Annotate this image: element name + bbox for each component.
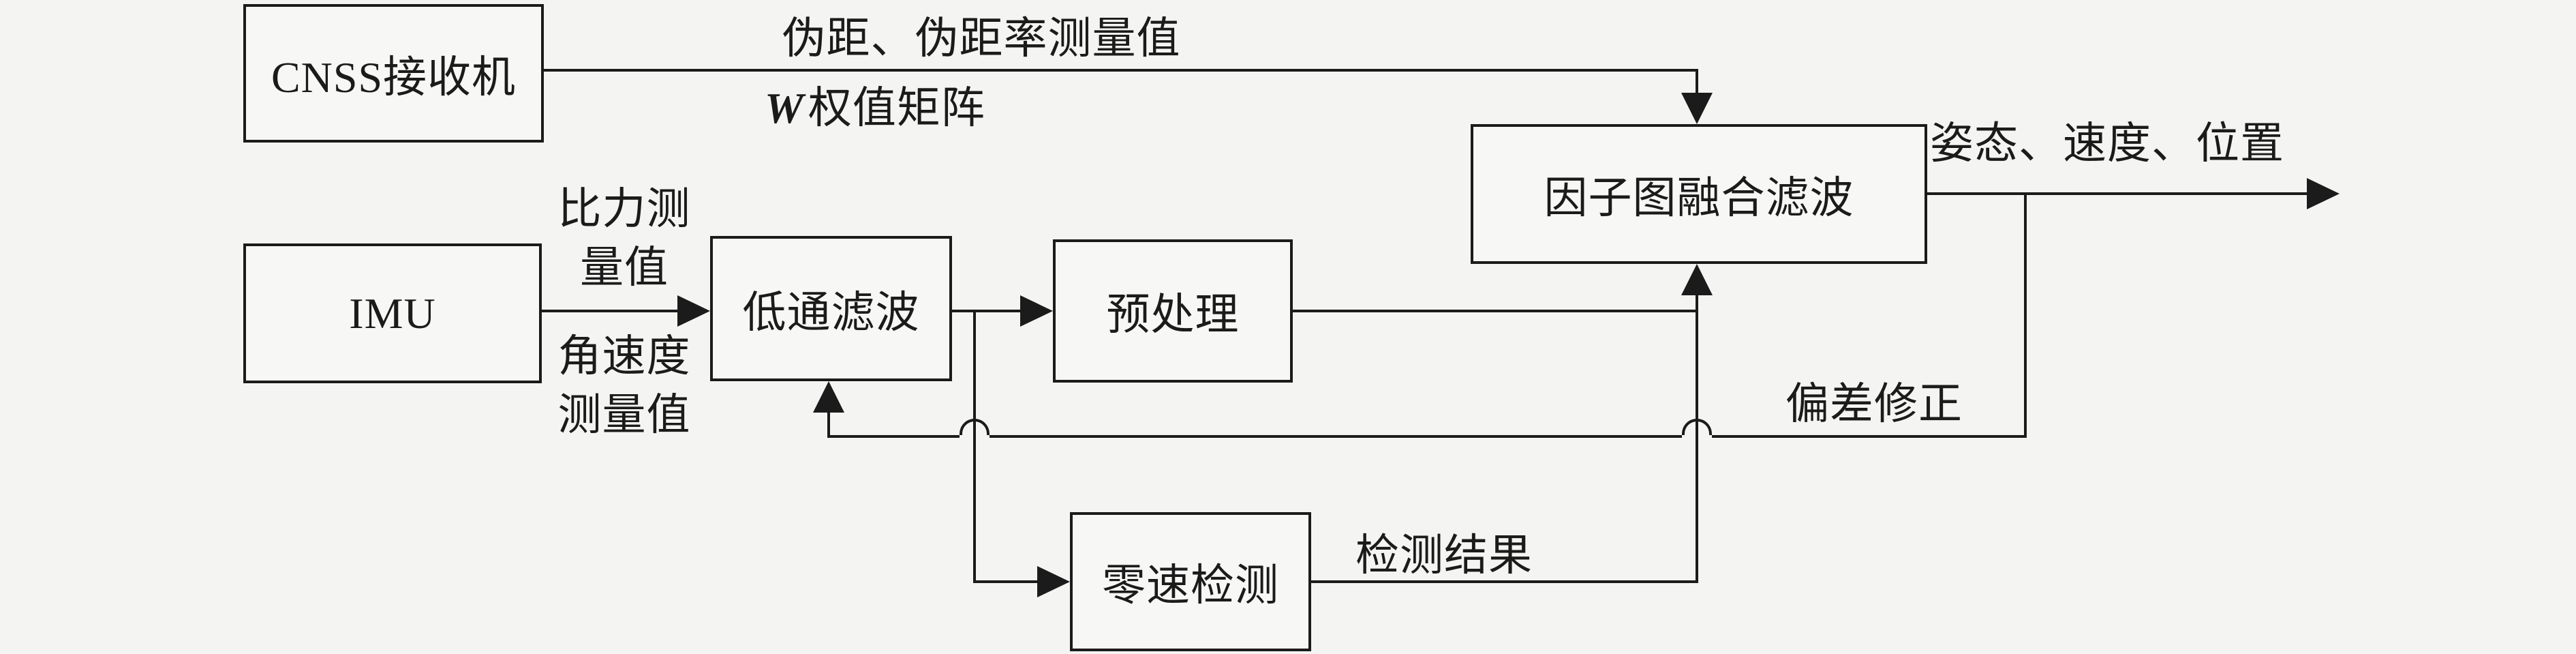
line-fusion-output xyxy=(1927,192,2307,195)
edge-label-specific-force-line1: 比力测 xyxy=(557,185,691,233)
edge-label-angular-rate: 角速度 测量值 xyxy=(522,327,726,445)
line-imu-to-lowpass xyxy=(541,310,679,312)
line-zupt-to-fusion xyxy=(1311,580,1697,583)
line-cnss-to-fusion-vertical xyxy=(1696,69,1698,95)
line-cnss-to-fusion-horizontal xyxy=(542,69,1698,72)
line-feedback-segment-middle xyxy=(990,435,1682,438)
node-cnss-receiver: CNSS接收机 xyxy=(243,4,544,143)
node-preprocess-label: 预处理 xyxy=(1106,291,1240,339)
node-factor-graph-fusion-filter-label: 因子图融合滤波 xyxy=(1544,173,1854,222)
arrowhead-into-fusion-bottom xyxy=(1681,264,1713,295)
line-into-zupt xyxy=(975,580,1038,583)
node-lowpass-filter-label: 低通滤波 xyxy=(742,288,920,337)
edge-label-bias-correction: 偏差修正 xyxy=(1785,380,1963,428)
line-feedback-segment-left xyxy=(827,435,960,438)
line-vertical-into-fusion-bottom xyxy=(1696,295,1698,583)
arrowhead-into-fusion-top xyxy=(1681,93,1713,124)
arrowhead-output xyxy=(2307,178,2340,209)
line-preprocess-to-fusion xyxy=(1292,310,1698,312)
edge-label-angular-rate-line2: 测量值 xyxy=(557,391,691,440)
line-hop-over-fusion-vertical xyxy=(1682,419,1712,435)
arrowhead-into-zupt-left xyxy=(1037,566,1070,597)
edge-label-weight-matrix: W权值矩阵 xyxy=(765,79,985,138)
node-cnss-receiver-label: CNSS接收机 xyxy=(271,53,517,102)
line-feedback-vertical-right xyxy=(2024,192,2027,438)
edge-label-weight-matrix-symbol: W xyxy=(765,84,804,132)
node-factor-graph-fusion-filter: 因子图融合滤波 xyxy=(1471,124,1927,264)
edge-label-angular-rate-line1: 角速度 xyxy=(557,332,691,381)
line-hop-over-zupt-vertical xyxy=(960,419,990,435)
edge-label-detection-result: 检测结果 xyxy=(1355,531,1533,580)
arrowhead-into-lowpass-left xyxy=(677,295,710,327)
arrowhead-into-lowpass-bottom xyxy=(813,381,844,413)
line-feedback-vertical-left xyxy=(827,413,830,438)
node-lowpass-filter: 低通滤波 xyxy=(710,236,952,381)
node-imu-label: IMU xyxy=(349,288,436,338)
node-zero-velocity-detection-label: 零速检测 xyxy=(1102,561,1279,610)
line-branch-down-to-zupt xyxy=(973,310,976,583)
edge-label-pseudorange: 伪距、伪距率测量值 xyxy=(782,14,1181,63)
edge-label-output: 姿态、速度、位置 xyxy=(1930,119,2284,168)
line-lowpass-to-preprocess xyxy=(951,310,1021,312)
edge-label-specific-force: 比力测 量值 xyxy=(522,180,726,298)
node-preprocess: 预处理 xyxy=(1053,239,1293,383)
edge-label-weight-matrix-text: 权值矩阵 xyxy=(808,84,985,132)
node-zero-velocity-detection: 零速检测 xyxy=(1070,512,1311,651)
edge-label-specific-force-line2: 量值 xyxy=(580,243,669,293)
arrowhead-into-preprocess-left xyxy=(1020,295,1053,327)
node-imu: IMU xyxy=(243,243,542,383)
line-feedback-segment-right xyxy=(1712,435,2024,438)
